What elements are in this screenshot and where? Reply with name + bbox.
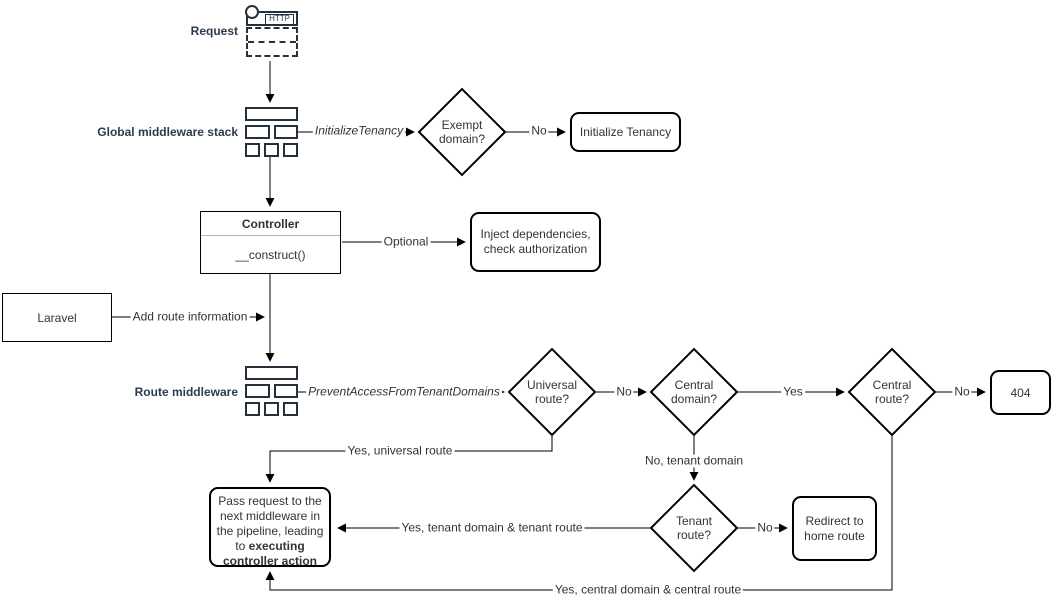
edge-label-no-exempt: No xyxy=(529,123,549,138)
edge-label-yes-central-domain: Yes xyxy=(781,384,805,399)
decision-exempt-domain-shape xyxy=(417,87,507,177)
decision-central-domain-shape xyxy=(649,347,739,437)
edge-label-add-route-information: Add route information xyxy=(130,309,250,324)
global-middleware-stack-icon xyxy=(245,107,298,157)
route-middleware-stack-icon xyxy=(245,366,298,416)
decision-exempt-domain-text: Exempt domain? xyxy=(438,118,486,146)
controller-title: Controller xyxy=(201,212,340,236)
decision-tenant-route-text: Tenant route? xyxy=(675,514,713,542)
edge-label-no-tenant-route: No xyxy=(755,520,775,535)
decision-central-domain-text: Central domain? xyxy=(670,378,718,406)
node-controller: Controller __construct() xyxy=(200,211,341,274)
node-initialize-tenancy: Initialize Tenancy xyxy=(570,112,681,152)
request-label: Request xyxy=(190,24,238,38)
edge-label-yes-universal-route: Yes, universal route xyxy=(345,443,455,458)
decision-central-route-text: Central route? xyxy=(872,378,912,406)
node-redirect-home: Redirect to home route xyxy=(792,496,877,561)
http-request-circle-icon xyxy=(245,5,259,19)
edge-label-optional: Optional xyxy=(381,234,431,249)
edge-label-yes-tenant-route: Yes, tenant domain & tenant route xyxy=(399,520,585,535)
node-inject-dependencies: Inject dependencies, check authorization xyxy=(470,212,601,272)
node-laravel: Laravel xyxy=(2,293,112,342)
edge-label-initializetenancy: InitializeTenancy xyxy=(312,123,406,138)
http-request-body-divider xyxy=(248,41,296,43)
pass-request-text: Pass request to the next middleware in t… xyxy=(216,494,324,553)
edge-label-no-tenant-domain: No, tenant domain xyxy=(642,453,746,468)
decision-central-route-shape xyxy=(847,347,937,437)
edge-label-preventaccess: PreventAccessFromTenantDomains xyxy=(306,384,502,399)
controller-method: __construct() xyxy=(235,247,306,262)
node-pass-request: Pass request to the next middleware in t… xyxy=(209,487,331,568)
http-label: HTTP xyxy=(265,14,294,25)
http-request-icon: HTTP xyxy=(246,11,298,26)
global-middleware-label: Global middleware stack xyxy=(97,125,238,139)
edge-label-no-central-route: No xyxy=(952,384,972,399)
edge-label-yes-central-route: Yes, central domain & central route xyxy=(552,582,744,597)
pass-request-bold-text: executing controller action xyxy=(222,539,317,568)
http-request-body-icon xyxy=(246,27,298,57)
decision-universal-route-text: Universal route? xyxy=(526,378,577,406)
node-404: 404 xyxy=(990,370,1051,415)
route-middleware-label: Route middleware xyxy=(134,385,238,399)
decision-tenant-route-shape xyxy=(649,483,739,573)
decision-universal-route-shape xyxy=(507,347,597,437)
edge-label-no-universal: No xyxy=(614,384,634,399)
